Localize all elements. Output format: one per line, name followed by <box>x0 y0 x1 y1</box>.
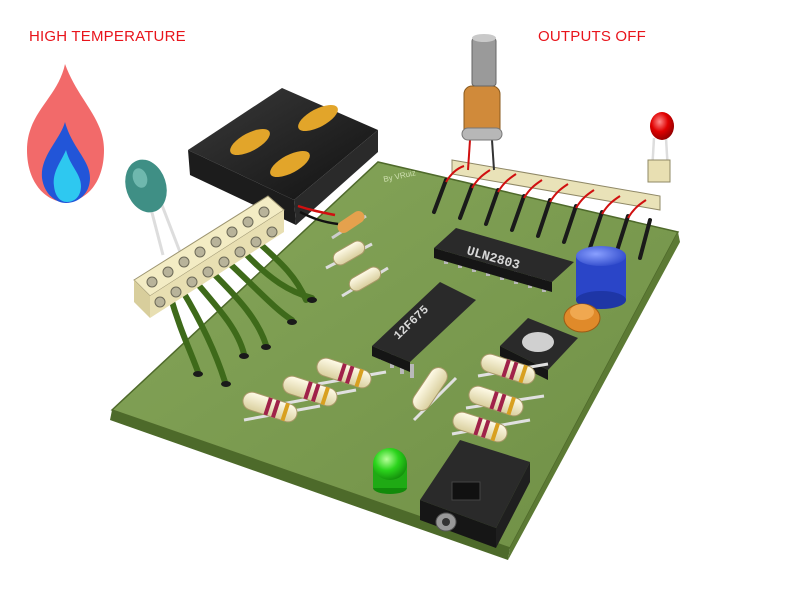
push-button <box>500 318 578 380</box>
output-header <box>432 159 661 260</box>
red-led <box>647 112 674 183</box>
trimmer <box>563 303 601 333</box>
driver-ic: ULN2803 <box>434 228 574 292</box>
outputs-status-label: OUTPUTS OFF <box>538 28 647 45</box>
thermistor <box>125 159 182 256</box>
terminal-wires <box>167 239 315 385</box>
green-led <box>373 448 407 494</box>
flame-icon <box>27 64 104 203</box>
terminal-holes <box>193 297 317 387</box>
buzzer <box>461 34 503 171</box>
electrolytic-capacitor <box>576 246 626 309</box>
lower-resistors <box>242 353 549 443</box>
dc-jack <box>420 440 530 548</box>
small-resistors <box>325 210 389 298</box>
high-temperature-label: HIGH TEMPERATURE <box>29 28 186 45</box>
screw-terminal-block <box>133 195 285 318</box>
